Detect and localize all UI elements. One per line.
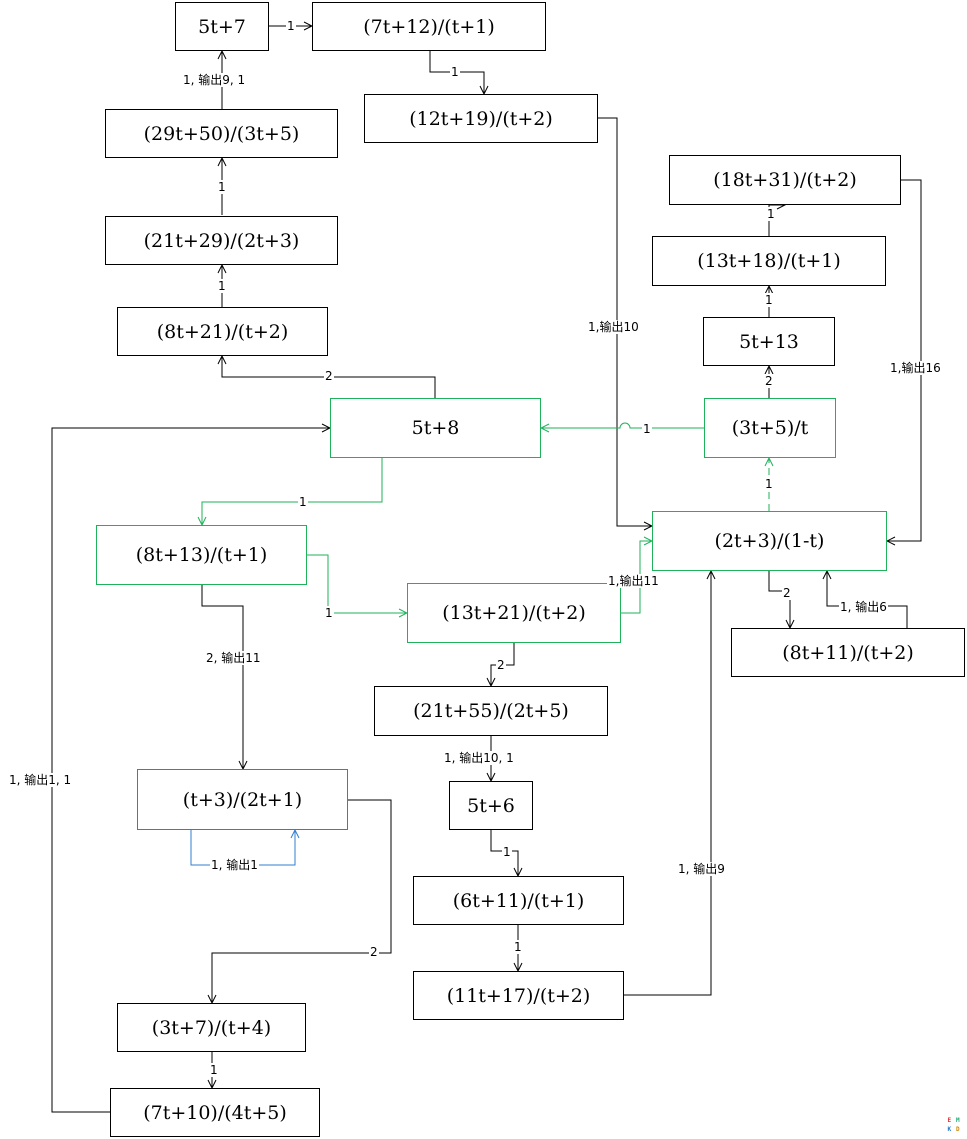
edge-label: 1, 输出1, 1: [8, 773, 73, 787]
edge-8t13-13t21: [307, 554, 407, 613]
edge-7t10-5t8: [51, 428, 330, 1113]
edge-label: 1, 输出9, 1: [182, 73, 247, 87]
edge-label: 2: [369, 945, 379, 959]
edge-label: 2: [764, 374, 774, 388]
node-5t-8: 5t+8: [330, 398, 541, 458]
node-t3-over-2t1: (t+3)/(2t+1): [137, 769, 348, 830]
node-29t50-over-3t5: (29t+50)/(3t+5): [105, 109, 338, 158]
node-18t31-over-t2: (18t+31)/(t+2): [669, 155, 901, 205]
edge-11t17-2t3: [624, 571, 711, 996]
edge-label: 1, 输出6: [839, 600, 888, 614]
edge-2t3-8t11: [768, 571, 790, 628]
node-11t17-over-t2: (11t+17)/(t+2): [413, 971, 624, 1020]
node-13t21-over-t2: (13t+21)/(t+2): [407, 583, 621, 643]
node-13t18-over-t1: (13t+18)/(t+1): [652, 236, 886, 286]
node-2t3-over-1-t: (2t+3)/(1-t): [652, 511, 887, 571]
edge-label: 1: [324, 606, 334, 620]
logo-letter: M: [955, 1117, 960, 1124]
node-21t55-over-2t5: (21t+55)/(2t+5): [374, 686, 608, 736]
node-21t29-over-2t3: (21t+29)/(2t+3): [105, 216, 338, 265]
app-logo: E M K D: [945, 1117, 962, 1134]
edge-13t18-18t31: [768, 205, 785, 236]
edge-label: 1,输出10: [587, 320, 640, 334]
edge-label: 1: [217, 279, 227, 293]
edge-label: 2: [496, 658, 506, 672]
edge-label: 1: [513, 940, 523, 954]
node-7t12-over-t1: (7t+12)/(t+1): [312, 2, 546, 51]
edge-label: 1, 输出9: [677, 862, 726, 876]
node-5t-7: 5t+7: [175, 2, 269, 51]
logo-letter: D: [955, 1125, 960, 1133]
node-7t10-over-4t5: (7t+10)/(4t+5): [110, 1088, 320, 1137]
edge-label: 1: [766, 207, 776, 221]
node-3t7-over-t4: (3t+7)/(t+4): [117, 1003, 306, 1052]
edge-label: 1,输出16: [889, 361, 942, 375]
edge-18t31-2t3: [887, 179, 922, 541]
edge-label: 1,输出11: [607, 574, 660, 588]
edge-label: 1: [764, 293, 774, 307]
node-3t5-over-t: (3t+5)/t: [704, 398, 836, 458]
node-5t-13: 5t+13: [703, 317, 835, 366]
edge-label: 2: [782, 586, 792, 600]
node-12t19-over-t2: (12t+19)/(t+2): [364, 94, 598, 143]
edge-label: 1: [764, 477, 774, 491]
edge-label: 1: [502, 845, 512, 859]
edge-label: 1: [286, 19, 296, 33]
edge-3t5-5t8: [541, 422, 704, 428]
edge-5t8-8t13: [202, 458, 383, 525]
edge-label: 1, 输出1: [210, 858, 259, 872]
edge-label: 2: [324, 369, 334, 383]
edge-t3-3t7: [212, 799, 392, 1003]
logo-letter: E: [947, 1117, 952, 1124]
node-8t21-over-t2: (8t+21)/(t+2): [117, 307, 328, 356]
node-5t-6: 5t+6: [449, 781, 533, 830]
edge-8t13-t3: [201, 585, 243, 769]
edge-label: 1, 输出10, 1: [443, 751, 515, 765]
edge-label: 2, 输出11: [205, 651, 262, 665]
edge-label: 1: [450, 65, 460, 79]
logo-letter: K: [947, 1125, 952, 1133]
node-6t11-over-t1: (6t+11)/(t+1): [413, 876, 624, 925]
edge-label: 1: [209, 1063, 219, 1077]
node-8t13-over-t1: (8t+13)/(t+1): [96, 525, 307, 585]
edge-label: 1: [217, 180, 227, 194]
edge-label: 1: [642, 422, 652, 436]
edge-label: 1: [298, 495, 308, 509]
node-8t11-over-t2: (8t+11)/(t+2): [731, 628, 965, 677]
